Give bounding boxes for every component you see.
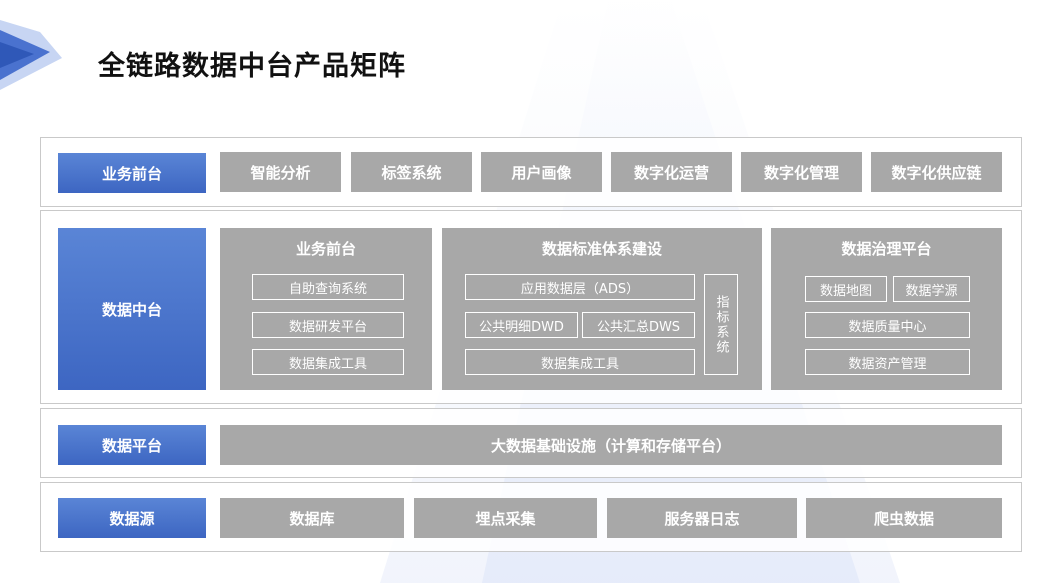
panel-data-standard: 数据标准体系建设 应用数据层（ADS） 公共明细DWD 公共汇总DWS 数据集成… bbox=[442, 228, 762, 390]
source-item-2: 埋点采集 bbox=[414, 498, 597, 538]
panel-business: 业务前台 自助查询系统 数据研发平台 数据集成工具 bbox=[220, 228, 432, 390]
data-lineage: 数据学源 bbox=[893, 276, 970, 302]
source-item-1: 数据库 bbox=[220, 498, 404, 538]
panel1-item-2: 数据研发平台 bbox=[252, 312, 404, 338]
data-asset-management: 数据资产管理 bbox=[805, 349, 970, 375]
infrastructure-box: 大数据基础设施（计算和存储平台） bbox=[220, 425, 1002, 465]
business-item-6: 数字化供应链 bbox=[871, 152, 1002, 192]
ads-layer: 应用数据层（ADS） bbox=[465, 274, 695, 300]
business-item-2: 标签系统 bbox=[351, 152, 472, 192]
dws-layer: 公共汇总DWS bbox=[582, 312, 695, 338]
row-label-sources: 数据源 bbox=[58, 498, 206, 538]
dwd-layer: 公共明细DWD bbox=[465, 312, 578, 338]
row-label-business: 业务前台 bbox=[58, 153, 206, 193]
data-middle-row: 数据中台 业务前台 自助查询系统 数据研发平台 数据集成工具 数据标准体系建设 … bbox=[40, 210, 1022, 404]
panel1-item-3: 数据集成工具 bbox=[252, 349, 404, 375]
business-item-4: 数字化运营 bbox=[611, 152, 732, 192]
panel-governance: 数据治理平台 数据地图 数据学源 数据质量中心 数据资产管理 bbox=[771, 228, 1002, 390]
panel-title: 数据标准体系建设 bbox=[541, 240, 662, 258]
business-item-5: 数字化管理 bbox=[741, 152, 862, 192]
data-map: 数据地图 bbox=[805, 276, 887, 302]
integration-tool: 数据集成工具 bbox=[465, 349, 695, 375]
business-item-1: 智能分析 bbox=[220, 152, 341, 192]
business-frontend-row: 业务前台 智能分析 标签系统 用户画像 数字化运营 数字化管理 数字化供应链 bbox=[40, 137, 1022, 207]
source-item-3: 服务器日志 bbox=[607, 498, 797, 538]
business-item-3: 用户画像 bbox=[481, 152, 602, 192]
row-label-platform: 数据平台 bbox=[58, 425, 206, 465]
source-item-4: 爬虫数据 bbox=[806, 498, 1002, 538]
row-label-middle: 数据中台 bbox=[58, 228, 206, 390]
panel-title: 业务前台 bbox=[295, 240, 356, 258]
corner-arrow-icon bbox=[0, 20, 62, 90]
page-title: 全链路数据中台产品矩阵 bbox=[98, 51, 406, 82]
panel-title: 数据治理平台 bbox=[841, 240, 932, 258]
panel1-item-1: 自助查询系统 bbox=[252, 274, 404, 300]
data-sources-row: 数据源 数据库 埋点采集 服务器日志 爬虫数据 bbox=[40, 482, 1022, 552]
data-quality-center: 数据质量中心 bbox=[805, 312, 970, 338]
metrics-system: 指标系统 bbox=[704, 274, 738, 375]
data-platform-row: 数据平台 大数据基础设施（计算和存储平台） bbox=[40, 408, 1022, 478]
